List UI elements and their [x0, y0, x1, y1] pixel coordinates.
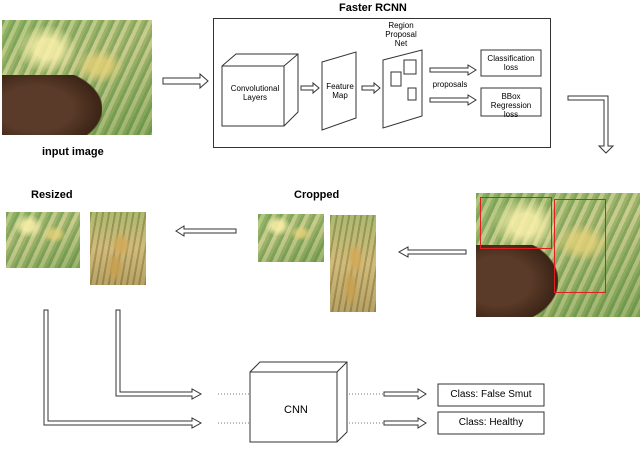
arrow-conv-to-fmap — [300, 81, 320, 95]
rpn-label: Region Proposal Net — [385, 21, 417, 48]
cropped-image-2 — [330, 215, 376, 312]
arrow-input-to-rcnn — [162, 72, 209, 90]
resized-image-1 — [6, 212, 80, 268]
faster-rcnn-title: Faster RCNN — [339, 2, 407, 14]
output-box-1 — [437, 383, 545, 407]
output-box-2 — [437, 411, 545, 435]
arrow-cnn-to-output-1 — [383, 388, 427, 400]
output-label-1: Class: False Smut — [450, 389, 532, 400]
proposals-label: proposals — [432, 80, 468, 89]
rpn-region-1 — [390, 71, 402, 87]
conv-layers-box — [221, 53, 299, 127]
arrow-rpn-to-cls — [429, 64, 477, 76]
detection-box-2 — [554, 199, 606, 293]
feature-map-label: Feature Map — [326, 82, 354, 100]
cnn-box — [249, 361, 348, 443]
input-image — [2, 20, 152, 135]
arrow-rcnn-to-detection — [567, 95, 615, 154]
arrow-rpn-to-bbox — [429, 94, 477, 106]
arrow-detection-to-cropped — [397, 246, 467, 258]
rpn-region-3 — [407, 87, 417, 101]
output-label-2: Class: Healthy — [458, 417, 524, 428]
bbox-loss-label: BBox Regression loss — [490, 92, 532, 119]
input-image-label: input image — [42, 146, 104, 158]
arrow-fmap-to-rpn — [361, 81, 381, 95]
conv-layers-label: Convolutional Layers — [230, 84, 280, 102]
arrow-resized1-to-cnn — [43, 309, 203, 429]
arrow-resized2-to-cnn — [115, 309, 203, 400]
detection-box-1 — [480, 197, 552, 249]
feature-map-shape — [321, 51, 357, 131]
arrow-cnn-to-output-2 — [383, 417, 427, 429]
cls-loss-label: Classification loss — [487, 54, 535, 72]
resized-title: Resized — [31, 189, 73, 201]
detection-image — [476, 193, 640, 317]
hand — [476, 245, 558, 317]
arrow-cropped-to-resized — [175, 225, 237, 237]
cropped-image-1 — [258, 214, 324, 262]
cropped-title: Cropped — [294, 189, 340, 201]
hand — [2, 75, 102, 135]
bbox-loss-box — [480, 87, 542, 117]
cnn-label: CNN — [284, 404, 308, 416]
resized-image-2 — [90, 212, 146, 285]
rpn-region-2 — [403, 59, 417, 75]
cls-loss-box — [480, 49, 542, 77]
